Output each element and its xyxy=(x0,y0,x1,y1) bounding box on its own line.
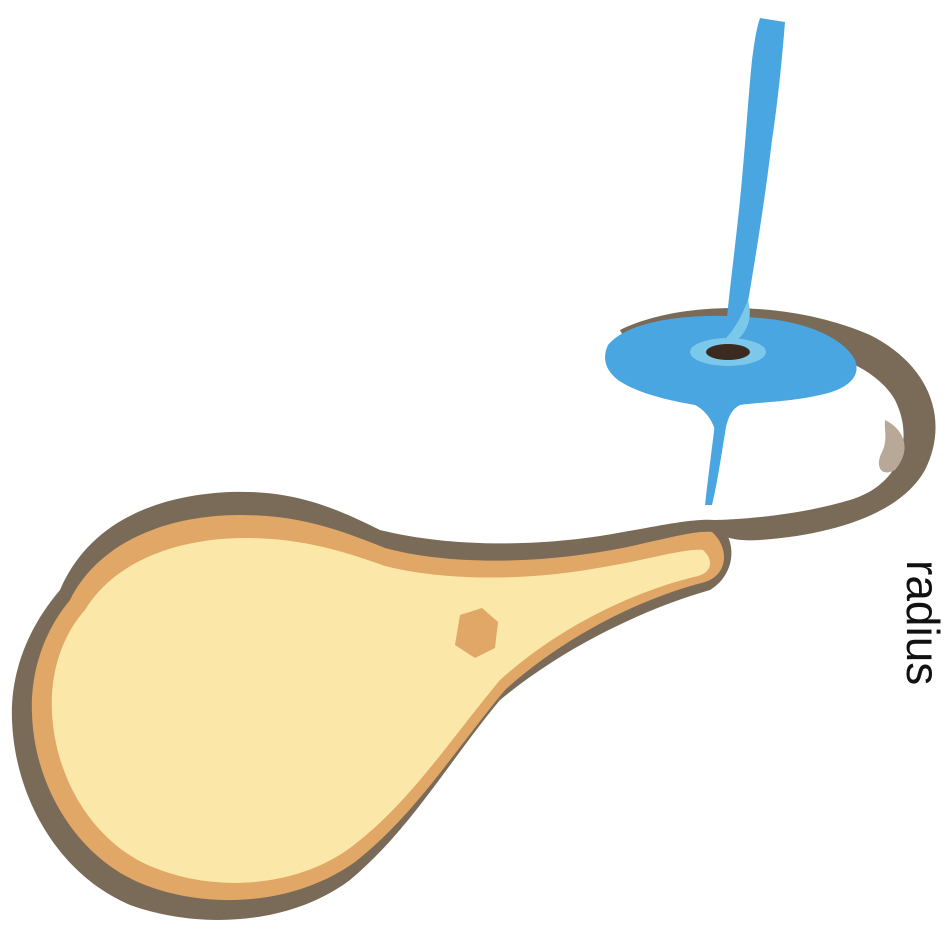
drain-hole xyxy=(706,344,750,360)
liquid-stream-top xyxy=(725,18,785,340)
liquid-stream-bottom xyxy=(705,415,728,505)
radius-label: radius xyxy=(893,560,947,690)
